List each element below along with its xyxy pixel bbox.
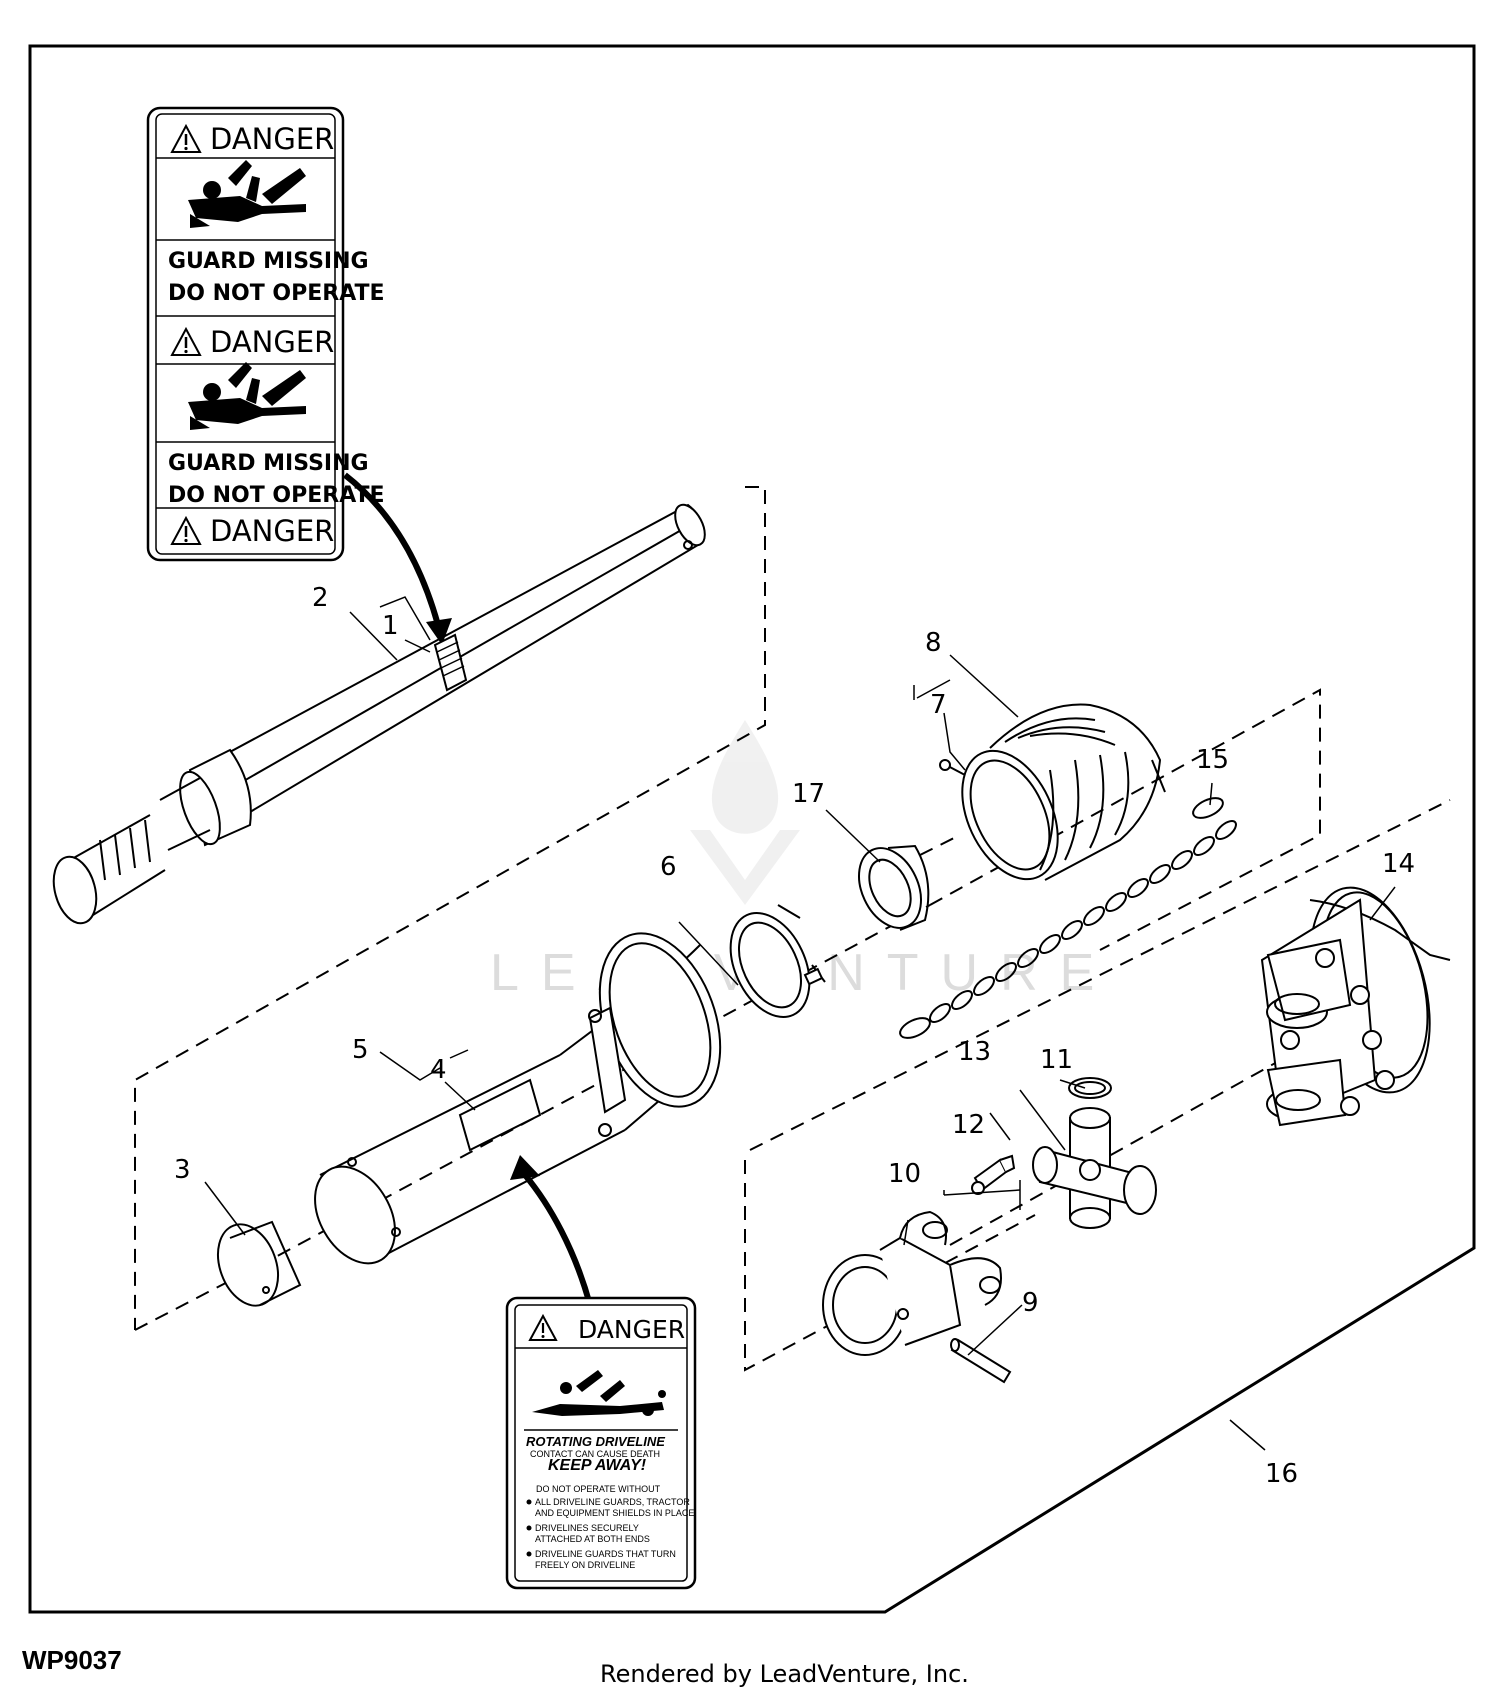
callout-1: 1 — [382, 611, 399, 641]
danger-label: DANGER — [578, 1315, 685, 1344]
callout-17: 17 — [792, 779, 825, 809]
danger-label: DANGER — [210, 325, 334, 359]
screw — [939, 759, 966, 776]
entanglement-pictogram-icon — [188, 160, 306, 228]
warning-triangle-icon — [170, 123, 202, 153]
callout-6: 6 — [660, 852, 677, 882]
callout-9: 9 — [1022, 1288, 1039, 1318]
clutch-yoke — [1260, 886, 1451, 1127]
grease-fitting — [971, 1154, 1016, 1195]
callout-8: 8 — [925, 628, 942, 658]
guard-missing-text: GUARD MISSING — [168, 451, 369, 476]
diagram-frame — [28, 44, 1476, 1614]
callout-10: 10 — [888, 1159, 921, 1189]
callout-2: 2 — [312, 583, 329, 613]
outer-tube-assembly — [217, 932, 722, 1307]
rotating-driveline-decal: DANGER ROTATING DRIVELINE CONTACT CAN CA… — [505, 1296, 697, 1590]
inboard-yoke — [822, 1210, 1002, 1356]
bearing — [858, 844, 930, 931]
do-not-operate-text: DO NOT OPERATE — [168, 483, 385, 508]
entanglement-pictogram-icon — [532, 1370, 666, 1416]
bullet-text: DRIVELINE GUARDS THAT TURN — [535, 1549, 676, 1559]
callout-7: 7 — [930, 690, 947, 720]
do-not-operate-without-text: DO NOT OPERATE WITHOUT — [536, 1484, 661, 1494]
callout-14: 14 — [1382, 849, 1415, 879]
bullet-text: DRIVELINES SECURELY — [535, 1523, 639, 1533]
decal-location-arrow — [510, 1155, 593, 1306]
contact-death-text: CONTACT CAN CAUSE DEATH — [530, 1449, 660, 1459]
shield-cone — [961, 703, 1166, 881]
do-not-operate-text: DO NOT OPERATE — [168, 281, 385, 306]
keep-away-text: KEEP AWAY! — [548, 1457, 647, 1474]
warning-triangle-icon — [170, 326, 202, 356]
guard-missing-text: GUARD MISSING — [168, 249, 369, 274]
callout-13: 13 — [958, 1037, 991, 1067]
decal-location-arrow — [343, 472, 452, 645]
spring-pin — [950, 1338, 1012, 1384]
figure-id: WP9037 — [22, 1645, 122, 1675]
callout-15: 15 — [1196, 745, 1229, 775]
cross-and-bearing — [1032, 1107, 1157, 1229]
bullet-text: AND EQUIPMENT SHIELDS IN PLACE — [535, 1508, 694, 1518]
guard-missing-decal: DANGER DANGER DANGER GUARD MISSING DO NO… — [146, 106, 385, 562]
snap-ring — [1068, 1077, 1112, 1099]
leadventure-logo-icon — [690, 720, 800, 905]
bullet-text: ALL DRIVELINE GUARDS, TRACTOR — [535, 1497, 690, 1507]
callout-11: 11 — [1040, 1045, 1073, 1075]
callout-12: 12 — [952, 1110, 985, 1140]
rotating-driveline-title: ROTATING DRIVELINE — [526, 1434, 665, 1449]
callout-4: 4 — [430, 1055, 447, 1085]
warning-triangle-icon — [528, 1313, 558, 1341]
danger-label: DANGER — [210, 514, 334, 548]
safety-chain — [899, 797, 1237, 1039]
danger-label: DANGER — [210, 122, 334, 156]
bearing-ring — [729, 904, 826, 1018]
callout-3: 3 — [174, 1155, 191, 1185]
entanglement-pictogram-icon — [188, 362, 306, 430]
callout-16: 16 — [1265, 1459, 1298, 1489]
bullet-text: FREELY ON DRIVELINE — [535, 1560, 635, 1570]
callout-leaders — [204, 596, 1396, 1451]
warning-triangle-icon — [170, 515, 202, 545]
bullet-text: ATTACHED AT BOTH ENDS — [535, 1534, 650, 1544]
inner-shaft-assembly — [52, 503, 706, 925]
callout-5: 5 — [352, 1035, 369, 1065]
render-credit: Rendered by LeadVenture, Inc. — [600, 1660, 969, 1688]
